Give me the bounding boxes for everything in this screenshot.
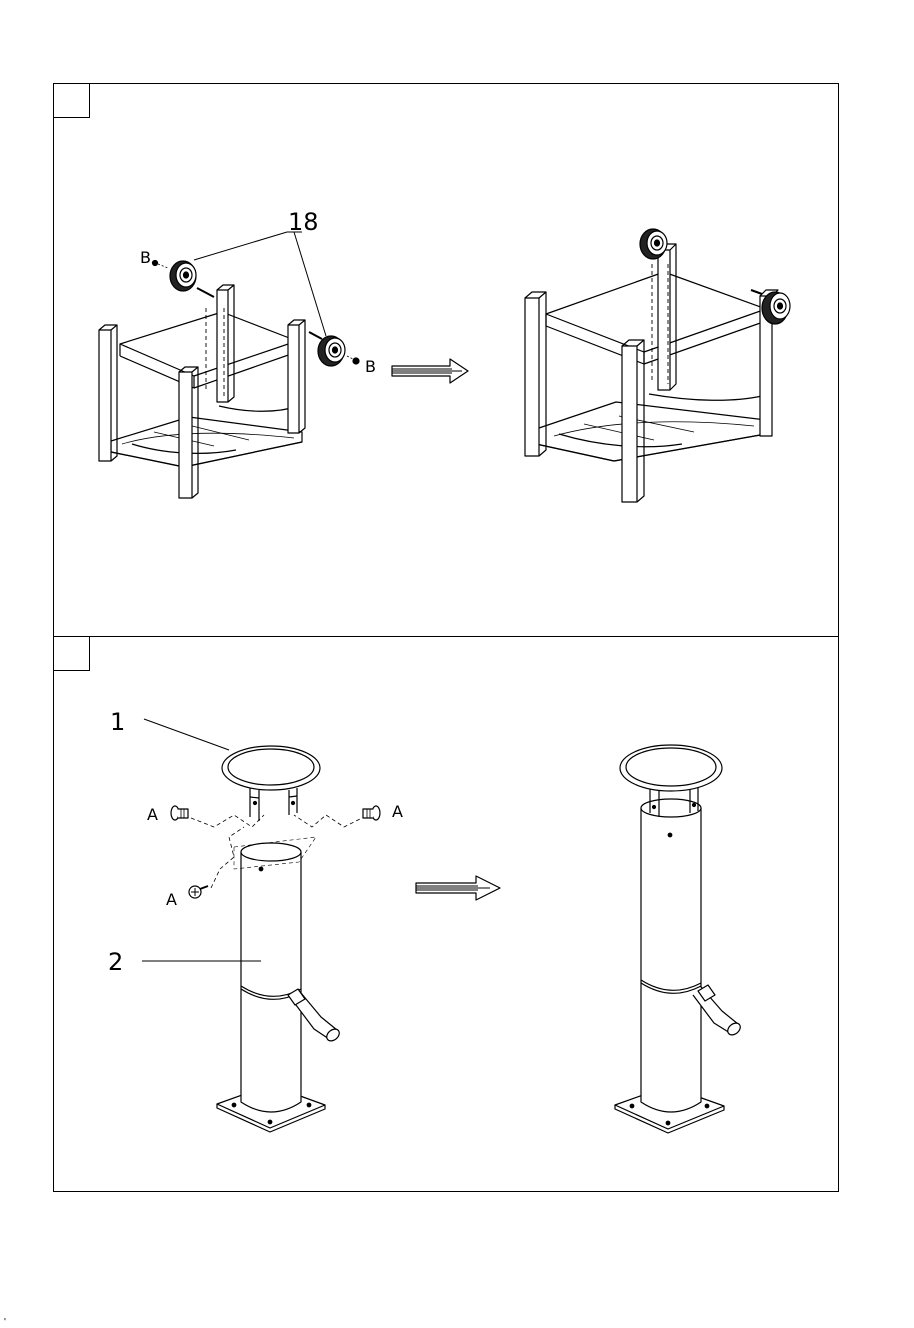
wheel-left-mounted bbox=[640, 229, 667, 259]
screw-label-a-bottom: A bbox=[166, 892, 177, 908]
part-number-18: 18 bbox=[288, 210, 319, 234]
part-number-2: 2 bbox=[108, 950, 123, 974]
screw-label-a-left: A bbox=[147, 807, 158, 823]
step-1-panel: 18 B B bbox=[53, 83, 839, 637]
footer-mark: ' bbox=[4, 1318, 6, 1328]
nut-b-right-icon bbox=[353, 358, 359, 364]
frame-assembled bbox=[525, 244, 778, 502]
hardware-label-b-right: B bbox=[365, 359, 376, 375]
frame-exploded bbox=[99, 285, 322, 498]
wheel-right-mounted bbox=[762, 292, 790, 324]
post-assembled bbox=[615, 745, 743, 1133]
hardware-label-b-left: B bbox=[140, 250, 151, 266]
screw-a-bottom-icon bbox=[189, 886, 208, 898]
part-number-1: 1 bbox=[110, 710, 125, 734]
wheel-assembly-diagram bbox=[54, 84, 840, 638]
direction-arrow-icon bbox=[392, 359, 468, 383]
screw-a-right-icon bbox=[363, 806, 380, 820]
screw-label-a-right: A bbox=[392, 804, 403, 820]
wheel-left-exploded bbox=[153, 261, 197, 292]
direction-arrow-icon bbox=[416, 876, 500, 900]
post-assembly-diagram bbox=[54, 637, 840, 1192]
wheel-right-exploded bbox=[318, 336, 359, 366]
nut-b-left-icon bbox=[153, 261, 158, 266]
post-exploded bbox=[191, 746, 366, 1132]
screw-a-left-icon bbox=[171, 806, 188, 820]
step-2-panel: 1 2 A A A bbox=[53, 637, 839, 1192]
